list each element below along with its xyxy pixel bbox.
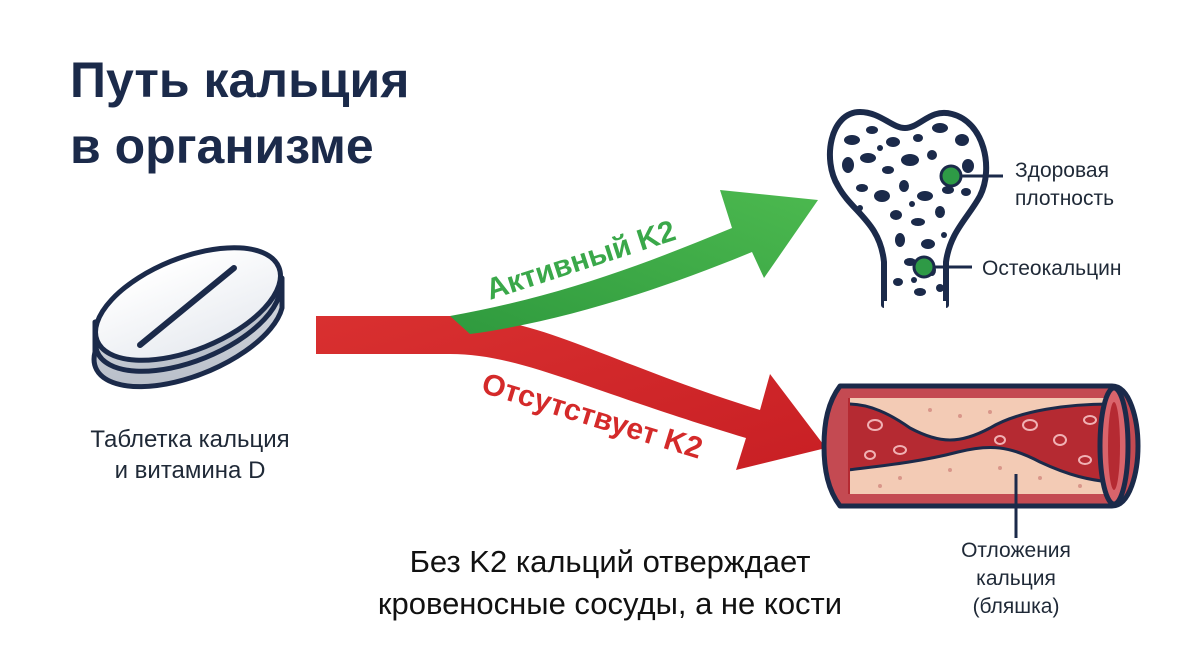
plaque-label-line-2: кальция [976, 567, 1056, 590]
caption-line-2: кровеносные сосуды, а не кости [378, 586, 842, 621]
plaque-label-line-1: Отложения [961, 539, 1071, 562]
pill-icon [91, 245, 285, 390]
bone-icon [826, 109, 990, 309]
blood-vessel-icon [821, 383, 1141, 509]
healthy-density-label-line-2: плотность [1015, 187, 1114, 210]
plaque-label-line-3: (бляшка) [973, 595, 1060, 618]
page-title: Путь кальция в организме [70, 52, 409, 174]
title-line-2: в организме [70, 118, 374, 174]
healthy-density-label-line-1: Здоровая [1015, 159, 1109, 182]
pill-label-line-1: Таблетка кальция [90, 426, 289, 453]
pill-label-line-2: и витамина D [115, 457, 266, 484]
green-arrow-active-k2 [450, 190, 818, 334]
title-line-1: Путь кальция [70, 52, 409, 108]
osteocalcin-marker [912, 255, 972, 279]
osteocalcin-label: Остеокальцин [982, 257, 1121, 280]
red-arrow-absent-k2 [316, 316, 826, 470]
healthy-density-marker [939, 164, 1003, 188]
caption-line-1: Без K2 кальций отверждает [410, 544, 811, 579]
